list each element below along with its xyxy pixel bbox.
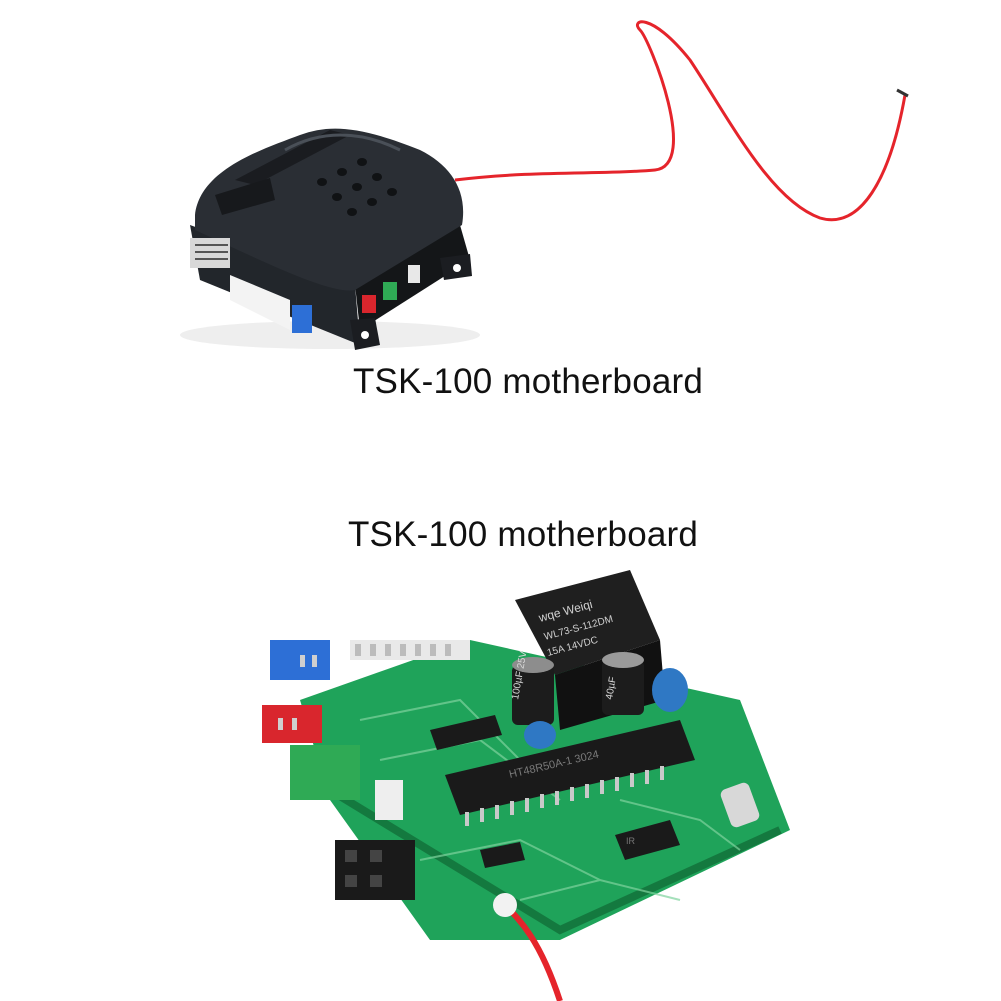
red-wire (454, 20, 907, 222)
housing-photo (180, 20, 909, 350)
green-connector (383, 282, 397, 300)
caption-top: TSK-100 motherboard (352, 362, 704, 401)
red-connector (362, 295, 376, 313)
small-ic-chip: IR (615, 820, 680, 860)
crystal-oscillator (720, 782, 760, 828)
wire-grommet (493, 893, 517, 917)
capacitor-large: 100µF 25V (510, 650, 554, 725)
capacitor-small-label: 40µF (604, 676, 619, 701)
blue-ceramic-capacitor (652, 668, 688, 712)
pin-header-top (350, 640, 470, 660)
black-pin-header (335, 840, 415, 900)
main-ic-chip: HT48R50A-1 3024 (445, 720, 695, 826)
capacitor-small: 40µF (602, 652, 644, 715)
blue-connector (292, 305, 312, 333)
green-pcb-connector (290, 745, 360, 800)
caption-bottom: TSK-100 motherboard (347, 515, 699, 554)
alarm-module-housing (180, 128, 480, 350)
small-chip-label: IR (626, 836, 636, 846)
